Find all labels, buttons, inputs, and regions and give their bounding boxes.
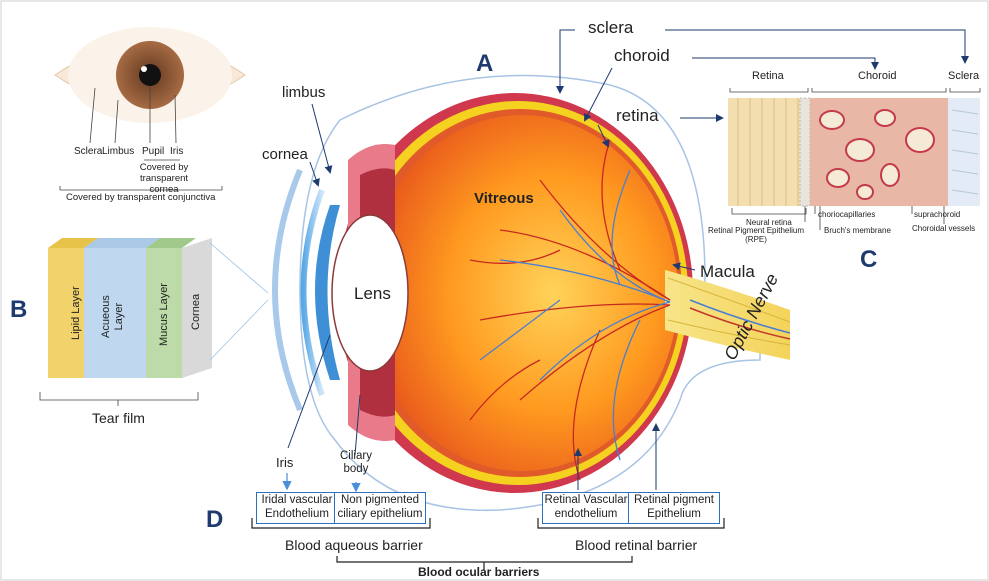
panel-letter-b: B [10,296,27,324]
histology-header-retina: Retina [752,70,784,83]
label-blood-ocular-barriers: Blood ocular barriers [418,566,539,580]
label-retina: retina [616,106,659,126]
inset-label-iris: Iris [170,146,183,158]
histology-header-choroid: Choroid [858,70,897,83]
label-cornea: cornea [262,146,308,163]
histology-label-choriocapillaries: choriocapillaries [818,210,875,219]
histology-label-bruchs: Bruch's membrane [824,226,891,235]
eye-globe [275,76,790,511]
inset-label-pupil: Pupil [142,146,164,158]
inset-label-limbus: Limbus [102,146,134,158]
inset-conjunctiva-note: Covered by transparent conjunctiva [66,193,215,204]
label-limbus: limbus [282,84,325,101]
tear-layer-cornea: Cornea [190,294,203,330]
barrier-box-retinal-vascular: Retinal Vascular endothelium [542,492,630,524]
barrier-box-iridal: Iridal vascular Endothelium [256,492,338,524]
panel-letter-c: C [860,246,877,274]
barrier-box-ciliary: Non pigmented ciliary epithelium [334,492,426,524]
tear-film-caption: Tear film [92,410,145,426]
retina-histology-panel [728,88,980,230]
barrier-box-retinal-pigment: Retinal pigment Epithelium [628,492,720,524]
label-blood-retinal-barrier: Blood retinal barrier [575,537,697,553]
label-ciliary-body: Ciliary body [340,450,372,476]
label-lens: Lens [354,284,391,304]
label-macula: Macula [700,262,755,282]
inset-label-sclera: Sclera [74,146,102,158]
tear-layer-aqueous: Acueous Layer [100,295,125,338]
label-sclera: sclera [588,18,633,38]
histology-label-choroidal-vessels: Choroidal vessels [912,224,975,233]
panel-letter-a: A [476,50,493,78]
label-choroid: choroid [614,46,670,66]
panel-letter-d: D [206,506,223,534]
label-blood-aqueous-barrier: Blood aqueous barrier [285,537,423,553]
histology-label-suprachoroid: suprachoroid [914,210,960,219]
histology-label-rpe: Retinal Pigment Epithelium (RPE) [708,226,804,244]
label-iris: Iris [276,456,293,471]
inset-cornea-note: Covered by transparent cornea [128,163,200,196]
tear-layer-lipid: Lipid Layer [70,286,83,340]
histology-header-sclera: Sclera [948,70,979,83]
label-vitreous: Vitreous [474,190,534,207]
tear-layer-mucus: Mucus Layer [158,283,171,346]
